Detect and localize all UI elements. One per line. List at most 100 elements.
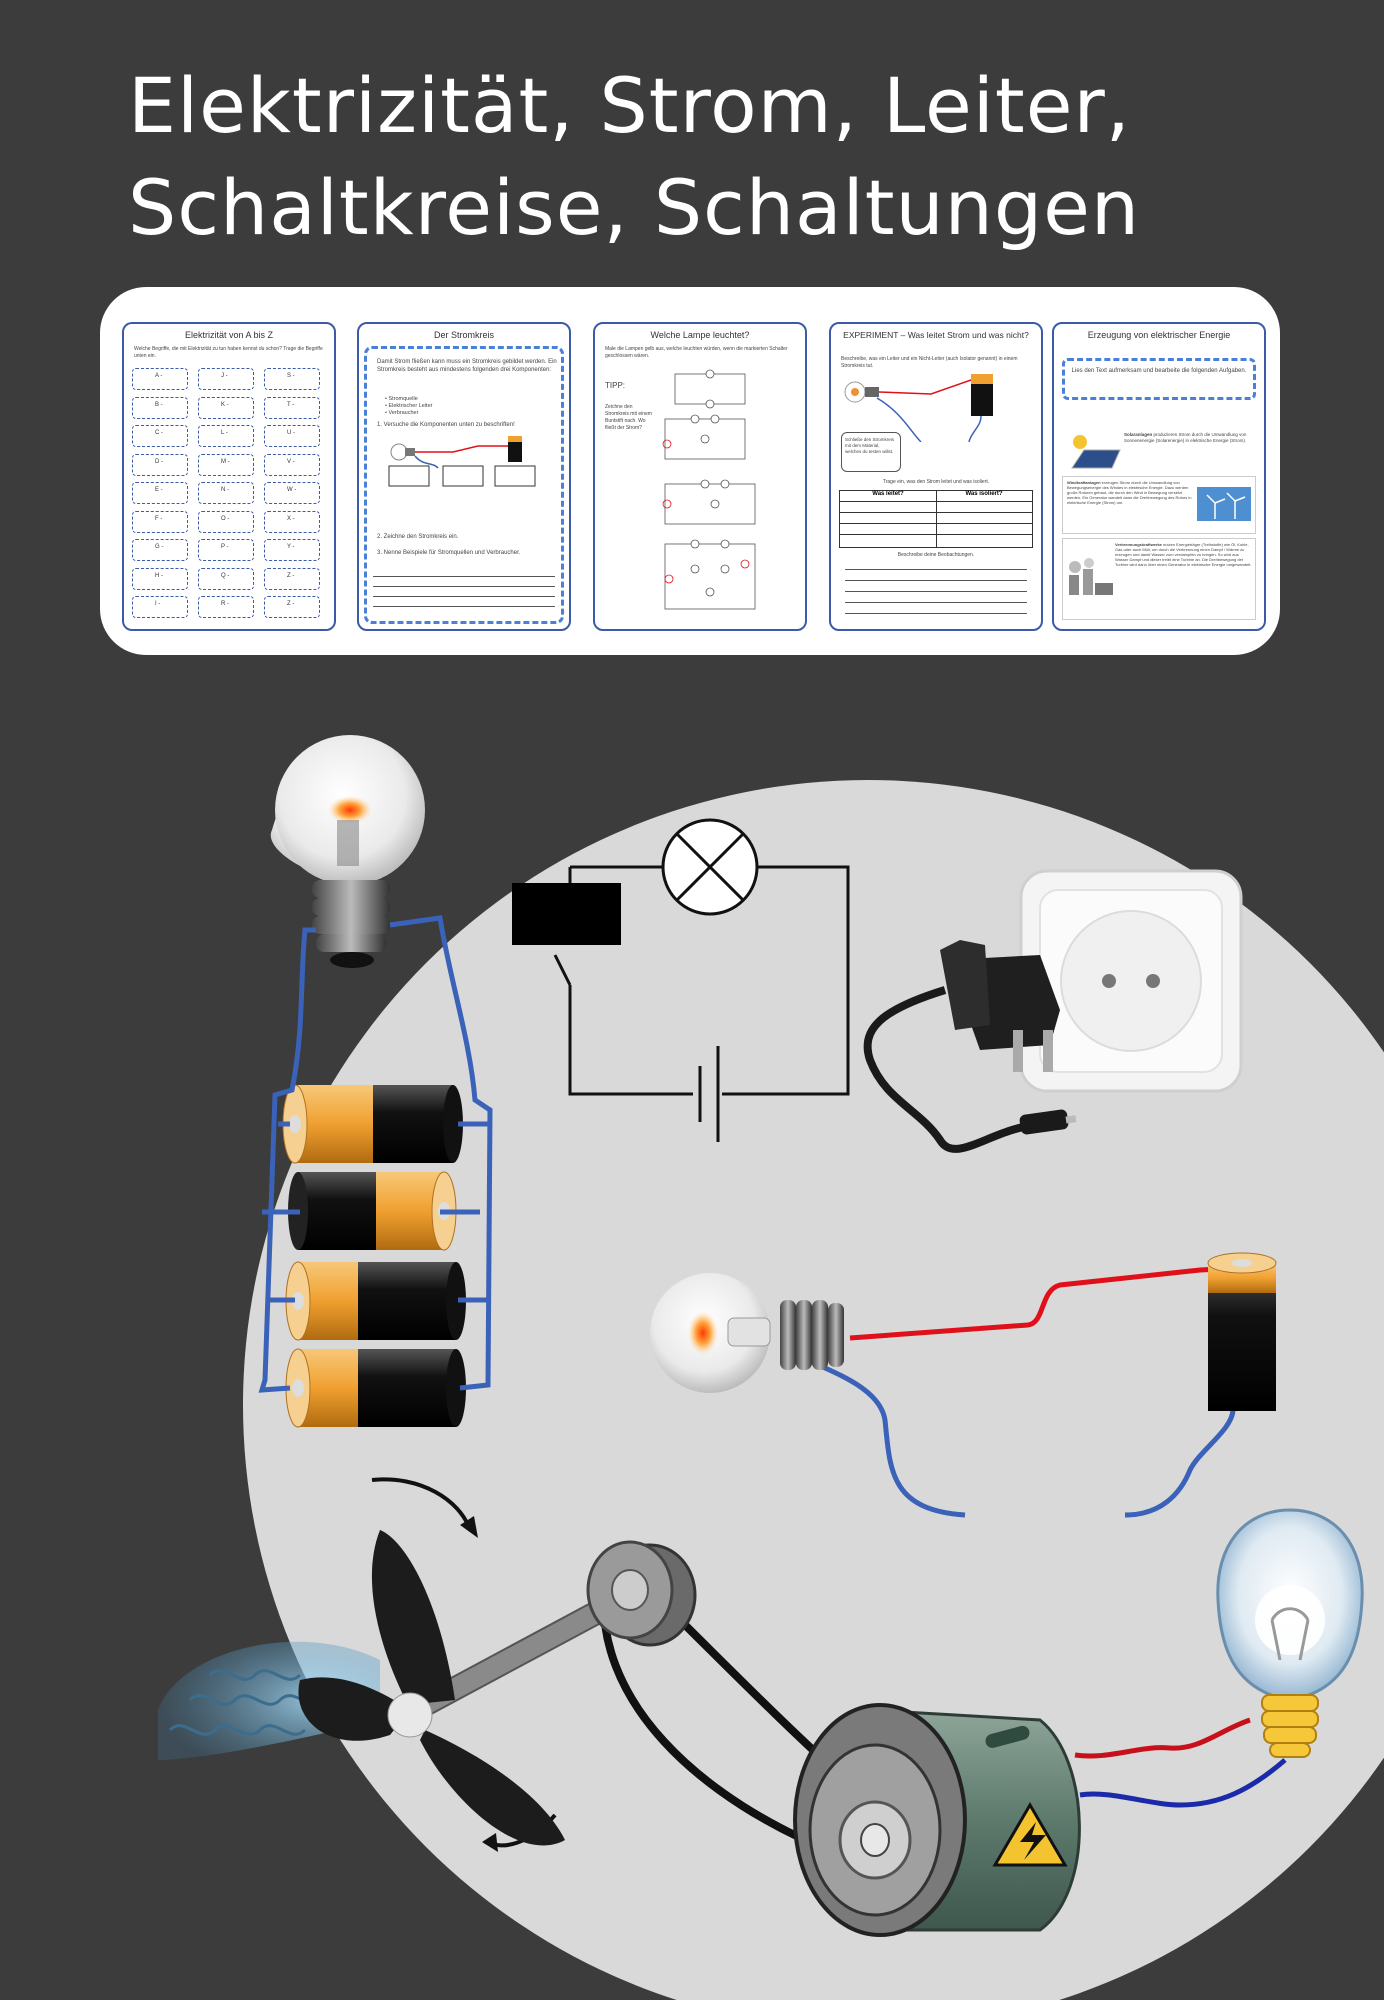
worksheet-title: Der Stromkreis	[433, 330, 494, 340]
letter-cell: G -	[132, 539, 188, 561]
paragraph-wind-box: Windkraftanlagen erzeugen Strom durch di…	[1062, 476, 1256, 534]
bullet-item: • Verbraucher	[385, 410, 419, 416]
worksheet-intro: Beschreibe, was ein Leiter und ein Nicht…	[841, 356, 1018, 369]
battery-icon	[288, 1171, 457, 1251]
letter-cell: J -	[198, 368, 254, 390]
letter-cell: U -	[264, 425, 320, 447]
tip-text: Zeichne den Stromkreis mit einem Buntsti…	[605, 404, 652, 431]
worksheet-title: Welche Lampe leuchtet?	[650, 330, 750, 340]
title-line-1: Elektrizität, Strom, Leiter,	[128, 61, 1131, 150]
high-voltage-warning-icon	[992, 1802, 1068, 1867]
letter-cell: C -	[132, 425, 188, 447]
bullet-item: • Stromquelle	[385, 396, 418, 402]
worksheet-intro: Male die Lampen gelb aus, welche leuchte…	[605, 346, 788, 359]
letter-cell: E -	[132, 482, 188, 504]
light-bulb-icon	[1216, 1508, 1364, 1758]
letter-cell: K -	[198, 396, 254, 419]
paragraph-wind: Windkraftanlagen erzeugen Strom durch di…	[1067, 480, 1192, 505]
answer-line	[845, 602, 1027, 603]
letter-cell: V -	[264, 453, 320, 476]
answer-line	[373, 586, 555, 587]
letter-cell: W -	[264, 482, 320, 504]
answer-line	[373, 606, 555, 607]
letter-cell: M -	[198, 453, 254, 476]
paragraph-power-plant-box: Verbrennungskraftwerke nutzen Energieträ…	[1062, 538, 1256, 620]
worksheet-title: Erzeugung von elektrischer Energie	[1087, 330, 1231, 340]
component-sketch	[388, 436, 536, 487]
letter-cell: Q -	[198, 567, 254, 590]
letter-cell: H -	[132, 567, 188, 590]
task-1: 1. Versuche die Komponenten unten zu bes…	[377, 422, 515, 428]
worksheet-preview-experiment[interactable]: EXPERIMENT – Was leitet Strom und was ni…	[829, 322, 1043, 631]
task-2: 2. Zeichne den Stromkreis ein.	[377, 534, 459, 540]
note-box: Schließe den Stromkreis mit dem Material…	[841, 432, 901, 472]
letter-cell: X -	[264, 510, 320, 533]
tip-label: TIPP:	[605, 381, 626, 390]
letter-cell: L -	[198, 425, 254, 447]
letter-cell: S -	[264, 368, 320, 390]
power-adapter-icon	[863, 940, 1077, 1153]
result-table: Was leitet? Was isoliert?	[839, 490, 1033, 548]
letter-cell: Z -	[264, 596, 320, 618]
answer-line	[845, 569, 1027, 570]
light-bulb-icon	[270, 735, 425, 968]
letter-cell: B -	[132, 396, 188, 419]
answer-line	[373, 596, 555, 597]
worksheet-intro: Damit Strom fließen kann muss ein Stromk…	[377, 359, 557, 373]
answer-line	[845, 613, 1027, 614]
letter-cell: Z -	[264, 567, 320, 590]
rotation-arrow-icon	[371, 1477, 472, 1531]
letter-cell: R -	[198, 596, 254, 618]
letter-cell: P -	[198, 539, 254, 561]
generator-wire-blue	[1079, 1758, 1287, 1808]
answer-line	[373, 576, 555, 577]
paragraph-solar: Solaranlagen produzieren Strom durch die…	[1124, 432, 1247, 443]
battery-icon	[282, 1084, 463, 1164]
worksheet-preview-strip: Elektrizität von A bis Z Welche Begriffe…	[100, 287, 1280, 655]
answer-line	[845, 591, 1027, 592]
experiment-sketch	[844, 374, 993, 442]
solar-panel-icon	[1071, 435, 1121, 469]
bullet-list: • Stromquelle • Elektrischer Leiter • Ve…	[385, 396, 559, 417]
wall-socket-icon	[1019, 869, 1243, 1093]
power-plant-icon	[1069, 558, 1113, 595]
letter-cell: D -	[132, 453, 188, 476]
observation-prompt: Beschreibe deine Beobachtungen.	[897, 552, 975, 558]
parallel-wiring	[258, 915, 493, 1393]
battery-icon	[285, 1261, 466, 1341]
worksheet-title: Elektrizität von A bis Z	[184, 330, 274, 340]
series-circuit	[650, 1252, 1277, 1518]
propeller-icon	[298, 1530, 565, 1846]
light-bulb-icon	[650, 1273, 844, 1393]
battery-icon	[1207, 1252, 1277, 1411]
letter-cell: A -	[132, 368, 188, 390]
pulley	[586, 1540, 697, 1647]
generator-wire-red	[1074, 1717, 1251, 1759]
title-line-2: Schaltkreise, Schaltungen	[128, 163, 1140, 252]
note-text: Schließe den Stromkreis mit dem Material…	[845, 437, 895, 454]
paragraph-power-plant: Verbrennungskraftwerke nutzen Energieträ…	[1115, 542, 1252, 567]
column-header: Was leitet?	[872, 491, 904, 497]
worksheet-preview-erzeugung[interactable]: Erzeugung von elektrischer Energie Lies …	[1052, 322, 1266, 631]
letter-cell: F -	[132, 510, 188, 533]
answer-line	[845, 580, 1027, 581]
wind-turbine-icon	[1197, 487, 1251, 521]
highlight-frame	[364, 346, 564, 624]
column-header: Was isoliert?	[965, 491, 1003, 497]
circuit-exercises	[662, 369, 756, 610]
worksheet-preview-stromkreis[interactable]: Der Stromkreis Damit Strom fließen kann …	[357, 322, 571, 631]
task-3: 3. Nenne Beispiele für Stromquellen und …	[377, 550, 521, 556]
table-intro: Trage ein, was den Strom leitet und was …	[882, 479, 990, 485]
worksheet-intro: Welche Begriffe, die mit Elektrizität zu…	[134, 346, 323, 359]
letter-cell: T -	[264, 396, 320, 419]
page-title: Elektrizität, Strom, Leiter, Schaltkreis…	[128, 55, 1328, 259]
worksheet-preview-a-bis-z[interactable]: Elektrizität von A bis Z Welche Begriffe…	[122, 322, 336, 631]
bullet-item: • Elektrischer Leiter	[385, 403, 433, 409]
worksheet-title: EXPERIMENT – Was leitet Strom und was ni…	[843, 330, 1029, 340]
letter-cell: I -	[132, 596, 188, 618]
battery-icon	[285, 1348, 466, 1428]
instruction-text: Lies den Text aufmerksam und bearbeite d…	[1071, 368, 1247, 374]
worksheet-preview-lampe[interactable]: Welche Lampe leuchtet? Male die Lampen g…	[593, 322, 807, 631]
redaction-box	[512, 883, 621, 945]
